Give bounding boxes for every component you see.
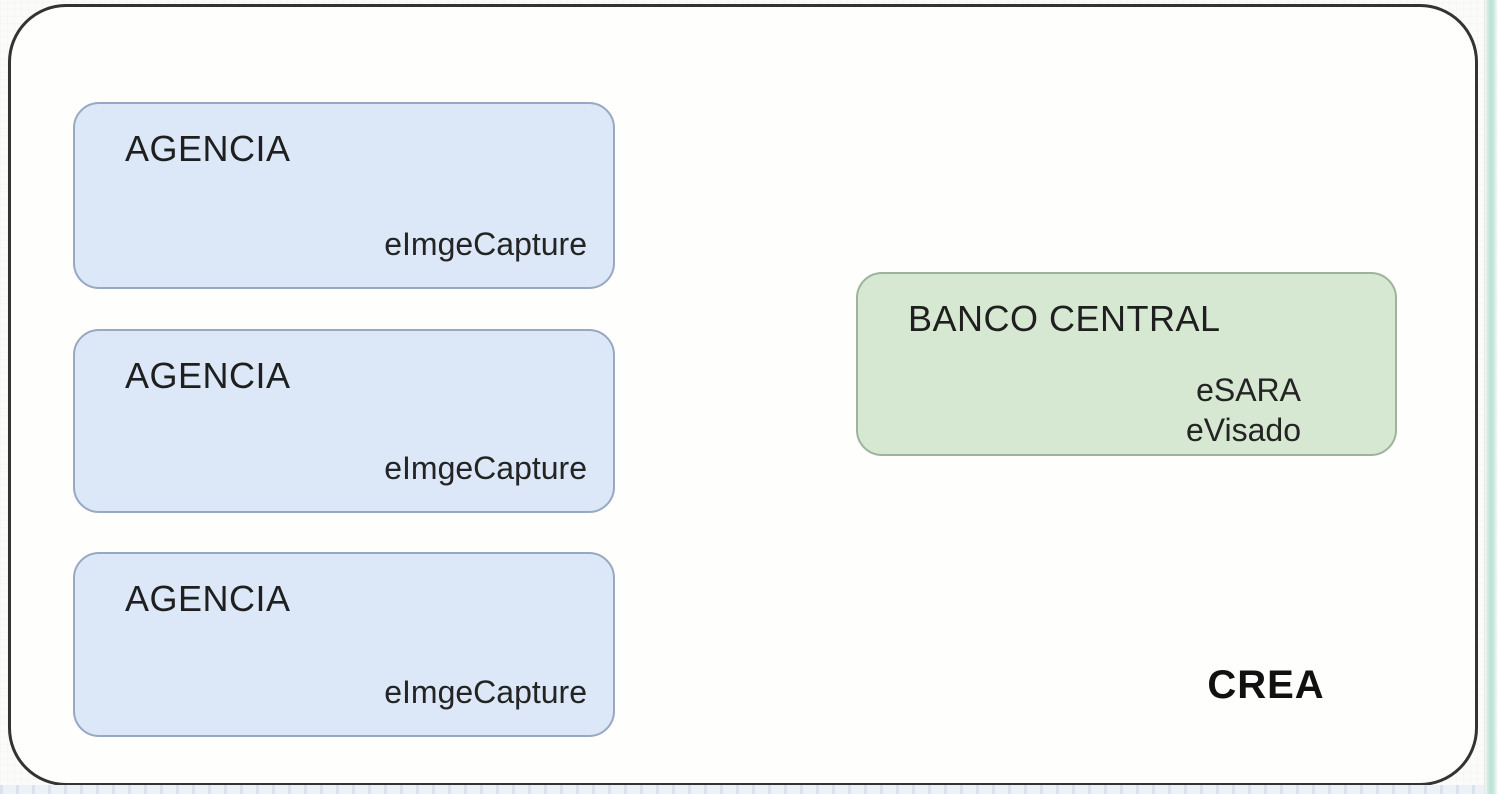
banco-central-app-evisado: eVisado: [1185, 412, 1301, 448]
agency-box-2: AGENCIA eImgeCapture: [73, 329, 615, 513]
bottom-edge-strip: [0, 785, 1486, 794]
right-edge-strip: [1484, 0, 1497, 794]
agency-2-title: AGENCIA: [125, 355, 291, 396]
crea-system-label: CREA: [1207, 663, 1325, 707]
agency-1-app-label: eImgeCapture: [384, 226, 587, 262]
banco-central-title: BANCO CENTRAL: [908, 298, 1221, 339]
banco-central-app-list: eSARA eVisado: [1186, 370, 1301, 450]
banco-central-app-esara: eSARA: [1196, 372, 1301, 408]
agency-box-1: AGENCIA eImgeCapture: [73, 102, 615, 289]
agency-3-title: AGENCIA: [125, 578, 291, 619]
agency-2-app-label: eImgeCapture: [384, 450, 587, 486]
agency-3-app-label: eImgeCapture: [384, 674, 587, 710]
agency-1-title: AGENCIA: [125, 128, 291, 169]
system-boundary-crea: AGENCIA eImgeCapture AGENCIA eImgeCaptur…: [8, 4, 1478, 786]
agency-box-3: AGENCIA eImgeCapture: [73, 552, 615, 737]
banco-central-box: BANCO CENTRAL eSARA eVisado: [856, 272, 1397, 456]
